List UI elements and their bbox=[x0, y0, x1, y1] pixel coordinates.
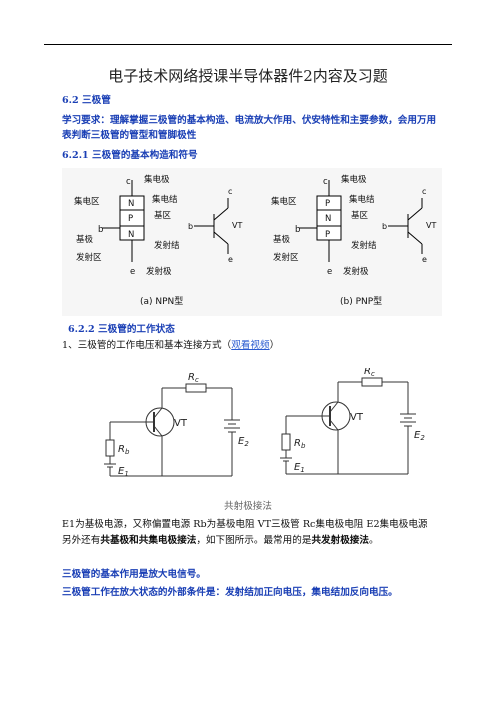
page-title: 电子技术网络授课半导体器件2内容及习题 bbox=[108, 67, 388, 85]
svg-text:N: N bbox=[325, 214, 331, 224]
npn-caption: (a) NPN型 bbox=[140, 296, 183, 307]
header-rule bbox=[44, 44, 452, 45]
left-rc-label: Rc bbox=[188, 372, 199, 384]
npn-emitter-region: 发射区 bbox=[76, 252, 102, 263]
svg-text:基区: 基区 bbox=[351, 210, 369, 221]
figure-caption: 共射极接法 bbox=[224, 501, 272, 512]
svg-text:e: e bbox=[422, 255, 427, 264]
pnp-structure: c 集电极 P N P e 发射极 b 集电区 集电结 基区 基极 发射结 发射… bbox=[271, 174, 377, 277]
npn-ej-label: 发射结 bbox=[154, 240, 180, 251]
svg-text:集电区: 集电区 bbox=[271, 196, 297, 207]
svg-text:e: e bbox=[327, 267, 332, 277]
right-vt-label: VT bbox=[350, 412, 364, 423]
right-e1-label: E1 bbox=[294, 462, 305, 474]
learning-requirement-line2: 表判断三极管的管型和管脚极性 bbox=[62, 130, 197, 141]
section-6-2-1-heading: 6.2.1 三极管的基本构造和符号 bbox=[62, 150, 198, 161]
npn-collector-region: 集电区 bbox=[74, 196, 100, 207]
common-emitter-circuit-figure: Rc VT Rb E1 E2 Rc VT Rb E1 E2 bbox=[104, 368, 425, 478]
npn-b-label: b bbox=[98, 225, 103, 235]
npn-n-bottom: N bbox=[128, 230, 134, 240]
left-vt-label: VT bbox=[174, 418, 188, 429]
left-e1-label: E1 bbox=[118, 466, 129, 478]
basic-role-text: 三极管的基本作用是放大电信号。 bbox=[62, 569, 206, 580]
section-6-2-heading: 6.2 三极管 bbox=[62, 95, 111, 106]
left-e2-label: E2 bbox=[238, 436, 249, 448]
svg-text:P: P bbox=[325, 199, 330, 209]
npn-n-top: N bbox=[128, 199, 134, 209]
item-1-text: 1、三极管的工作电压和基本连接方式（观看视频） bbox=[62, 340, 280, 351]
amplification-condition-text: 三极管工作在放大状态的外部条件是：发射结加正向电压，集电结加反向电压。 bbox=[62, 587, 398, 598]
circuit-right bbox=[280, 377, 416, 475]
right-rc-label: Rc bbox=[364, 368, 375, 378]
svg-text:c: c bbox=[422, 187, 426, 196]
section-6-2-2-heading: 6.2.2 三极管的工作状态 bbox=[68, 324, 175, 335]
svg-text:集电极: 集电极 bbox=[341, 174, 367, 185]
svg-text:发射极: 发射极 bbox=[343, 266, 369, 277]
right-rb-label: Rb bbox=[294, 438, 306, 450]
npn-structure: c 集电极 N P N e 发射极 b 集电区 集电结 基区 基极 发射结 发射… bbox=[74, 174, 180, 277]
svg-text:集电结: 集电结 bbox=[349, 194, 375, 205]
npn-c-label: c bbox=[126, 177, 131, 187]
npn-base-region: 基区 bbox=[154, 210, 172, 221]
transistor-structure-figure: c 集电极 N P N e 发射极 b 集电区 集电结 基区 基极 发射结 发射… bbox=[62, 168, 442, 316]
npn-p: P bbox=[128, 214, 133, 224]
svg-text:P: P bbox=[325, 230, 330, 240]
svg-text:VT: VT bbox=[232, 221, 242, 230]
svg-text:e: e bbox=[228, 255, 233, 264]
pnp-caption: (b) PNP型 bbox=[340, 296, 382, 307]
watch-video-link[interactable]: 观看视频 bbox=[231, 340, 270, 351]
svg-text:b: b bbox=[295, 225, 300, 235]
svg-text:发射结: 发射结 bbox=[351, 240, 377, 251]
npn-cj-label: 集电结 bbox=[152, 194, 178, 205]
pnp-symbol: b c e VT bbox=[382, 187, 436, 264]
svg-text:b: b bbox=[188, 222, 193, 231]
npn-e-label: e bbox=[130, 267, 135, 277]
svg-text:基极: 基极 bbox=[273, 234, 291, 245]
left-rb-label: Rb bbox=[118, 444, 130, 456]
right-e2-label: E2 bbox=[414, 430, 425, 442]
npn-collector-label: 集电极 bbox=[144, 174, 170, 185]
npn-symbol: b c e VT bbox=[188, 187, 242, 264]
circuit-left bbox=[104, 383, 240, 477]
svg-text:VT: VT bbox=[426, 221, 436, 230]
description-line1: E1为基极电源，又称偏置电源 Rb为基极电阻 VT三极管 Rc集电极电阻 E2集… bbox=[62, 519, 428, 530]
svg-text:c: c bbox=[323, 177, 328, 187]
svg-text:发射区: 发射区 bbox=[273, 252, 299, 263]
npn-emitter-label: 发射极 bbox=[146, 266, 172, 277]
svg-text:c: c bbox=[228, 187, 232, 196]
npn-base-label: 基极 bbox=[76, 234, 94, 245]
svg-text:b: b bbox=[382, 222, 387, 231]
description-line2: 另外还有共基极和共集电极接法，如下图所示。最常用的是共发射极接法。 bbox=[62, 535, 379, 546]
learning-requirement-line1: 学习要求：理解掌握三极管的基本构造、电流放大作用、伏安特性和主要参数，会用万用 bbox=[62, 115, 437, 126]
